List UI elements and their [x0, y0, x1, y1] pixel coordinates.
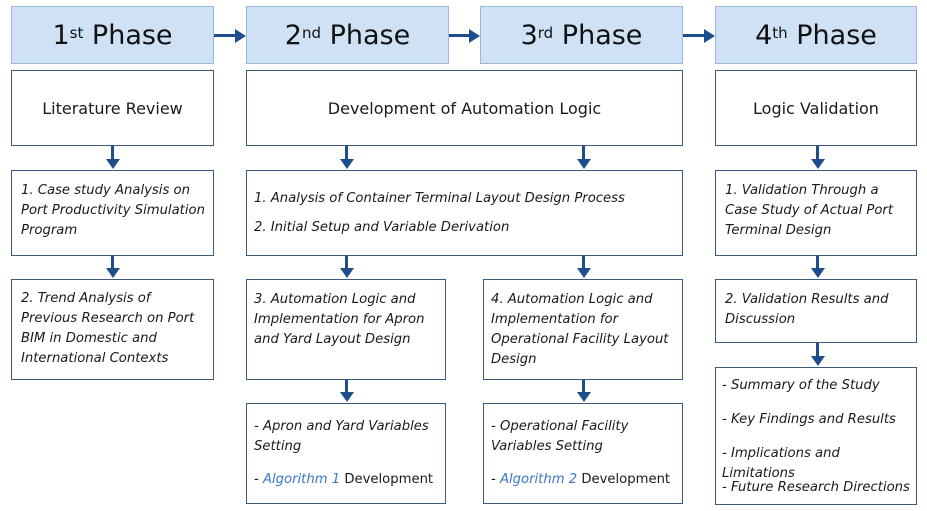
- trend-analysis-box: 2. Trend Analysis of Previous Research o…: [11, 279, 214, 380]
- algorithm-2-line: - Algorithm 2 Development: [491, 470, 677, 490]
- apron-yard-logic-box: 3. Automation Logic and Implementation f…: [246, 279, 446, 380]
- case-study-analysis-box: 1. Case study Analysis on Port Productiv…: [11, 170, 214, 256]
- phase-ordinal: th: [772, 24, 788, 42]
- summary-item: - Key Findings and Results: [722, 412, 896, 427]
- arrow-down: [345, 380, 348, 393]
- phase-number: 3: [520, 19, 538, 51]
- logic-validation-title: Logic Validation: [753, 98, 879, 118]
- arrow-head-down: [339, 392, 354, 402]
- phase-number: 4: [755, 19, 773, 51]
- operational-facility-variables-box: - Operational Facility Variables Setting…: [483, 403, 683, 504]
- arrow-head-right: [704, 28, 715, 43]
- arrow-phase3-to-phase4: [683, 34, 705, 37]
- validation-results-text: 2. Validation Results and Discussion: [725, 292, 889, 327]
- arrow-head-down: [810, 268, 825, 278]
- literature-review-title: Literature Review: [42, 98, 183, 118]
- arrow-down: [111, 256, 114, 269]
- dash: -: [491, 472, 500, 487]
- automation-logic-box: Development of Automation Logic: [246, 70, 683, 146]
- initial-setup-text: 2. Initial Setup and Variable Derivation: [254, 220, 510, 235]
- summary-item: - Implications and Limitations: [722, 446, 840, 481]
- arrow-head-down: [576, 268, 591, 278]
- phase-number: 2: [284, 19, 302, 51]
- dash: -: [254, 472, 263, 487]
- summary-item: - Summary of the Study: [722, 378, 880, 393]
- operational-facility-logic-box: 4. Automation Logic and Implementation f…: [483, 279, 683, 380]
- arrow-down: [345, 146, 348, 160]
- arrow-down: [582, 256, 585, 269]
- development-label: Development: [340, 472, 434, 487]
- automation-logic-title: Development of Automation Logic: [327, 98, 602, 118]
- arrow-down: [816, 343, 819, 357]
- arrow-down: [816, 256, 819, 269]
- arrow-head-down: [339, 268, 354, 278]
- phase-word: Phase: [561, 19, 643, 51]
- arrow-head-right: [469, 28, 480, 43]
- phase-ordinal: st: [69, 24, 84, 42]
- algorithm-2-label: Algorithm 2: [499, 472, 578, 487]
- validation-results-box: 2. Validation Results and Discussion: [715, 279, 917, 343]
- case-study-analysis-text: 1. Case study Analysis on Port Productiv…: [21, 183, 205, 238]
- arrow-head-down: [105, 268, 120, 278]
- phase-word: Phase: [91, 19, 173, 51]
- phase-word: Phase: [796, 19, 877, 51]
- algorithm-1-label: Algorithm 1: [262, 472, 341, 487]
- arrow-head-down: [339, 159, 354, 169]
- operational-facility-variables-text: - Operational Facility Variables Setting: [491, 419, 629, 454]
- operational-facility-logic-text: 4. Automation Logic and Implementation f…: [491, 292, 669, 367]
- logic-validation-box: Logic Validation: [715, 70, 917, 146]
- arrow-head-down: [105, 159, 120, 169]
- arrow-down: [582, 146, 585, 160]
- phase-ordinal: nd: [301, 24, 321, 42]
- arrow-down: [816, 146, 819, 160]
- arrow-head-right: [235, 28, 246, 43]
- arrow-head-down: [576, 159, 591, 169]
- arrow-phase2-to-phase3: [449, 34, 470, 37]
- arrow-head-down: [576, 392, 591, 402]
- arrow-head-down: [810, 159, 825, 169]
- development-label: Development: [577, 472, 671, 487]
- phase-ordinal: rd: [537, 24, 554, 42]
- phase-number: 1: [52, 19, 70, 51]
- arrow-down: [582, 380, 585, 393]
- literature-review-box: Literature Review: [11, 70, 214, 146]
- apron-yard-variables-box: - Apron and Yard Variables Setting - Alg…: [246, 403, 446, 504]
- layout-analysis-box: 1. Analysis of Container Terminal Layout…: [246, 170, 683, 256]
- study-summary-box: - Summary of the Study - Key Findings an…: [715, 367, 917, 505]
- apron-yard-logic-text: 3. Automation Logic and Implementation f…: [254, 292, 425, 347]
- phase-word: Phase: [329, 19, 411, 51]
- trend-analysis-text: 2. Trend Analysis of Previous Research o…: [21, 291, 195, 366]
- case-study-validation-box: 1. Validation Through a Case Study of Ac…: [715, 170, 917, 256]
- layout-process-analysis-text: 1. Analysis of Container Terminal Layout…: [254, 191, 625, 206]
- algorithm-1-line: - Algorithm 1 Development: [254, 470, 440, 490]
- arrow-down: [345, 256, 348, 269]
- apron-yard-variables-text: - Apron and Yard Variables Setting: [254, 419, 429, 454]
- arrow-head-down: [810, 356, 825, 366]
- case-study-validation-text: 1. Validation Through a Case Study of Ac…: [725, 183, 893, 238]
- summary-item: - Future Research Directions: [722, 480, 910, 495]
- arrow-phase1-to-phase2: [214, 34, 236, 37]
- arrow-down: [111, 146, 114, 160]
